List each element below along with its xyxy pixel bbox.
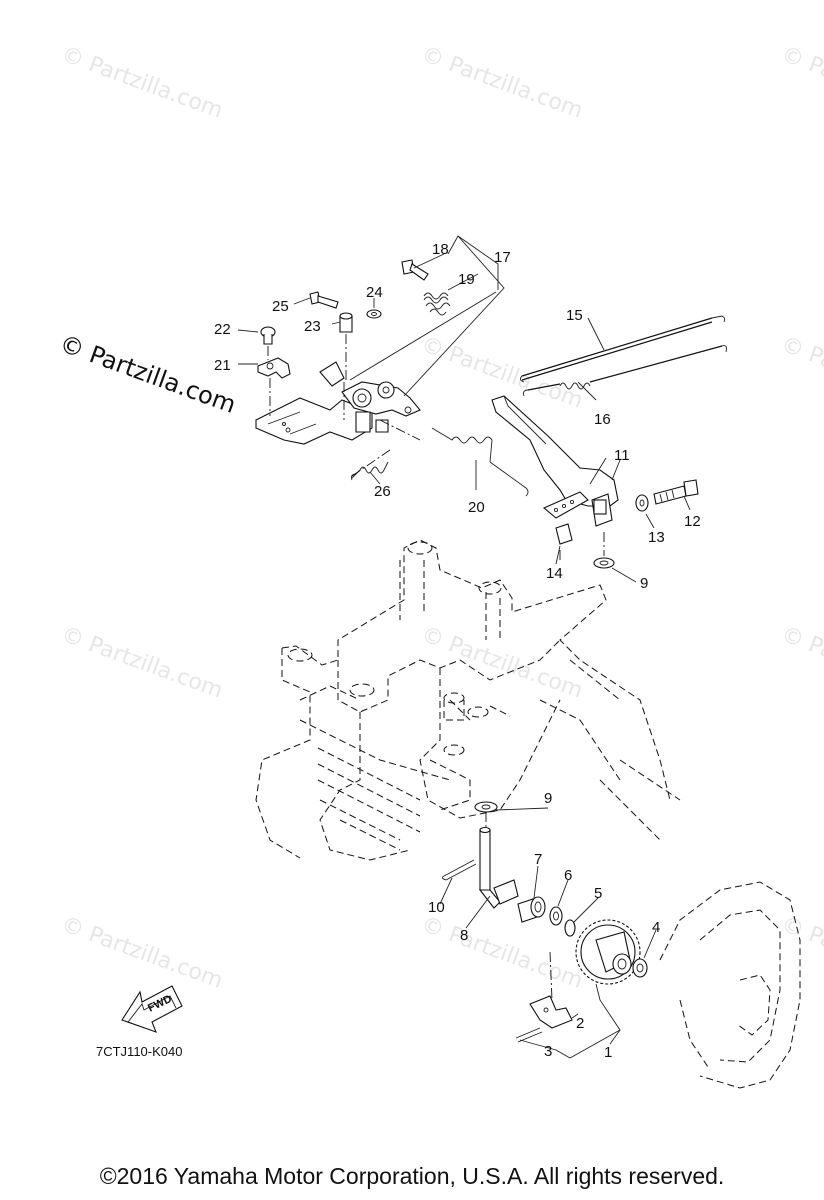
watermark: © Partzilla.com <box>778 42 824 124</box>
part-24-washer <box>366 309 382 319</box>
part-20-spring <box>431 427 529 497</box>
part-23-bolt <box>339 312 353 380</box>
copyright-notice: ©2016 Yamaha Motor Corporation, U.S.A. A… <box>99 1163 725 1189</box>
part-6-washer <box>549 906 563 926</box>
part-16-rod-spring <box>523 345 727 397</box>
callout-24: 24 <box>366 284 383 301</box>
part-22-screw <box>260 326 276 360</box>
engine-block <box>255 539 681 861</box>
part-1-gear <box>575 919 641 985</box>
watermark: © Partzilla.com <box>778 622 824 704</box>
callout-10: 10 <box>428 899 445 916</box>
callout-17: 17 <box>494 249 511 266</box>
part-9-washer-upper <box>593 532 615 569</box>
watermark-layer: © Partzilla.com © Partzilla.com © Partzi… <box>56 42 824 994</box>
fwd-arrow: FWD <box>121 985 183 1033</box>
callout-2: 2 <box>576 1015 584 1032</box>
alignment-lines <box>343 382 561 830</box>
part-10-pin <box>441 859 477 881</box>
part-4-washer <box>632 958 648 978</box>
callout-14: 14 <box>546 565 563 582</box>
callout-16: 16 <box>594 411 611 428</box>
watermark-prominent: © Partzilla.com <box>56 329 240 419</box>
part-12-bolt <box>653 479 699 505</box>
crankcase-cover <box>659 881 801 1089</box>
watermark: © Partzilla.com <box>778 912 824 994</box>
callout-8: 8 <box>460 927 468 944</box>
watermark: © Partzilla.com <box>58 622 226 704</box>
callout-11: 11 <box>614 447 630 464</box>
callout-3: 3 <box>544 1043 552 1060</box>
watermark: © Partzilla.com <box>58 912 226 994</box>
callout-23: 23 <box>304 318 321 335</box>
watermark: © Partzilla.com <box>418 912 586 994</box>
part-8-shaft <box>478 826 519 909</box>
callout-26: 26 <box>374 483 391 500</box>
callout-1: 1 <box>604 1044 612 1061</box>
leader-lines <box>237 235 691 1059</box>
part-2-plate <box>529 951 573 1029</box>
callout-7: 7 <box>534 851 542 868</box>
part-11-lever <box>491 395 619 527</box>
callout-12: 12 <box>684 513 701 530</box>
part-26-spring <box>350 461 389 481</box>
watermark: © Partzilla.com <box>418 42 586 124</box>
part-15-rod <box>519 315 726 383</box>
callout-18: 18 <box>432 241 449 258</box>
part-14-nut <box>555 523 573 545</box>
callout-25: 25 <box>272 298 289 315</box>
part-7-sleeve <box>517 896 546 923</box>
callout-4: 4 <box>652 919 660 936</box>
callout-15: 15 <box>566 307 583 324</box>
diagram-code: 7CTJ110-K040 <box>96 1044 182 1059</box>
part-5-clip <box>564 919 576 937</box>
callout-21: 21 <box>214 357 231 374</box>
watermark: © Partzilla.com <box>58 42 226 124</box>
callout-9-upper: 9 <box>640 575 648 592</box>
part-21-clamp <box>257 357 291 416</box>
callout-20: 20 <box>468 499 485 516</box>
part-13-washer <box>635 494 649 512</box>
callout-6: 6 <box>564 867 572 884</box>
part-19-spring <box>423 292 451 316</box>
callout-5: 5 <box>594 885 602 902</box>
callout-9-lower: 9 <box>544 790 552 807</box>
callout-19: 19 <box>458 271 475 288</box>
watermark: © Partzilla.com <box>778 332 824 414</box>
callout-13: 13 <box>648 529 665 546</box>
part-3-pin <box>515 1027 543 1043</box>
governor-bracket <box>255 361 421 445</box>
callout-22: 22 <box>214 321 231 338</box>
watermark: © Partzilla.com <box>418 622 586 704</box>
part-9-washer-lower <box>474 801 498 813</box>
callout-labels: 1 2 3 4 5 6 7 8 9 9 10 11 12 13 14 15 16… <box>214 241 701 1061</box>
part-25-bolt <box>309 291 339 309</box>
